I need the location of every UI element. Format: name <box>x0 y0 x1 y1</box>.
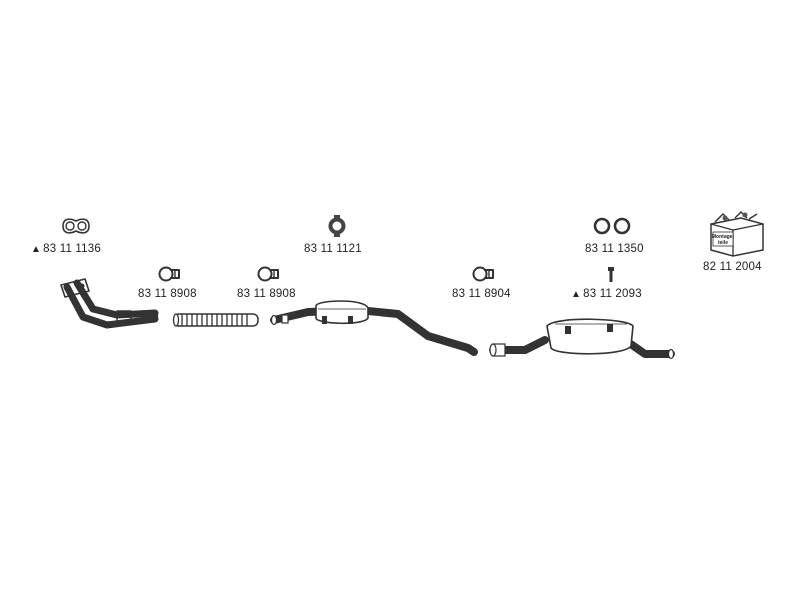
rear-silencer-icon <box>489 318 675 360</box>
gasket-icon <box>62 218 90 234</box>
part-label-clamp-2: 83 11 8908 <box>237 288 296 300</box>
part-label-bolt: ▲83 11 2093 <box>571 288 642 300</box>
clamp-icon <box>257 266 279 282</box>
clamp-icon <box>158 266 180 282</box>
part-label-gasket: ▲83 11 1136 <box>31 243 101 255</box>
front-pipe-icon <box>60 278 159 329</box>
part-label-rubber-mount: 83 11 1121 <box>304 243 362 255</box>
warning-triangle-icon: ▲ <box>31 244 42 255</box>
bolt-icon <box>608 267 614 282</box>
part-label-clamp-3: 83 11 8904 <box>452 288 511 300</box>
part-label-rings: 83 11 1350 <box>585 243 644 255</box>
rubber-mount-icon <box>328 215 346 237</box>
svg-text:teile: teile <box>718 240 728 246</box>
warning-triangle-icon: ▲ <box>571 289 582 300</box>
mounting-kit-box-icon: Montage- teile <box>710 211 764 257</box>
ring-icon <box>593 217 631 235</box>
flex-pipe-icon <box>172 313 259 327</box>
clamp-icon <box>472 266 494 282</box>
svg-text:Montage-: Montage- <box>712 234 735 240</box>
middle-silencer-icon <box>270 300 478 356</box>
part-label-mounting-kit: 82 11 2004 <box>703 261 762 273</box>
part-label-clamp-1: 83 11 8908 <box>138 288 197 300</box>
